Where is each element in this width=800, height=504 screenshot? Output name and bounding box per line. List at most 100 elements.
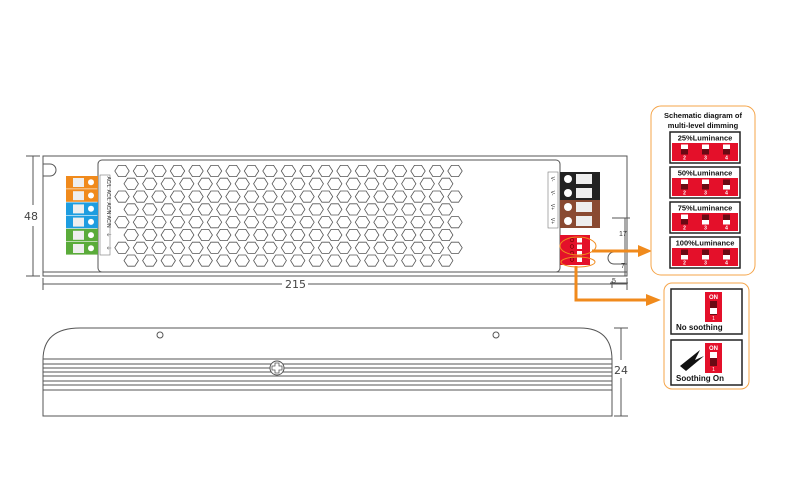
vent-hole [373,164,389,178]
vent-hole [160,228,176,242]
vent-hole [169,164,186,178]
vent-hole [382,228,398,242]
vent-hole [428,216,445,229]
vent-hole [188,241,204,254]
vent-hole [262,216,278,229]
input-terminal[interactable] [66,242,98,255]
vent-hole [132,190,149,203]
vent-hole [114,190,130,203]
vent-hole [188,190,204,203]
vent-hole [206,164,223,178]
input-terminal[interactable] [66,215,98,229]
vent-hole [364,177,380,190]
vent-hole [206,216,223,229]
level-label: 50%Luminance [678,169,733,178]
output-terminal[interactable] [560,214,600,228]
vent-hole [132,164,149,178]
dip-toggle: 2 [681,144,688,162]
vent-hole [271,177,287,190]
vent-hole [169,241,186,254]
vent-hole [401,254,417,267]
input-terminal[interactable] [66,228,98,242]
vent-hole [243,190,260,203]
vent-hole [151,190,167,203]
vent-hole [142,203,158,216]
panel-title: multi-level dimming [668,121,739,130]
output-terminal[interactable] [560,200,600,214]
vent-hole [299,190,315,203]
dim-label: 24 [614,364,628,377]
vent-hole [179,203,195,216]
vent-hole [197,228,213,242]
vent-hole [428,241,445,254]
dip-toggle: 4 [723,249,730,267]
vent-hole [142,177,158,190]
vent-hole [327,254,343,267]
vent-hole [142,254,158,267]
vent-hole [438,254,454,267]
vent-hole [179,228,195,242]
vent-hole [142,228,158,242]
vent-hole [327,203,343,216]
vent-hole [197,203,213,216]
input-terminal[interactable] [66,189,98,202]
vent-hole [299,241,315,254]
terminal-label: ⏚ [105,245,112,250]
output-terminal[interactable] [560,172,600,186]
switch-number: 1 [712,316,715,322]
vent-hole [197,177,213,190]
vent-hole [280,164,297,178]
vent-hole [216,228,232,242]
vent-hole [345,228,361,242]
vent-hole [262,241,278,254]
level-label: 100%Luminance [676,239,735,248]
terminal-label: V+ [549,204,555,210]
vent-hole [234,203,250,216]
output-terminal-block: V-V-V+V+ [547,171,600,229]
vent-hole [216,203,232,216]
vent-hole [354,164,371,178]
dip-toggle: 3 [702,214,709,232]
vent-hole [308,177,324,190]
input-terminal[interactable] [66,176,98,189]
vent-hole [327,177,343,190]
vent-hole [225,241,241,254]
vent-hole [410,241,426,254]
vent-hole [280,216,297,229]
vent-hole [391,164,408,178]
vent-hole [354,241,371,254]
dim-label: 7 [621,263,625,270]
vent-hole [290,254,306,267]
vent-hole [428,190,445,203]
switch-number: 3 [704,226,707,232]
vent-hole [280,190,297,203]
switch-number: 3 [704,156,707,162]
input-terminal[interactable] [66,202,98,215]
on-label: ON [709,295,718,301]
switch-number: 4 [725,261,728,267]
terminal-label: AC/L [105,176,111,187]
terminal-label: AC/N [105,216,111,228]
dip-switch[interactable] [559,235,597,268]
vent-hole [253,228,269,242]
terminal-label: V+ [549,218,555,224]
vent-hole [253,203,269,216]
vent-hole [364,254,380,267]
dip-toggle: 3 [702,144,709,162]
dimension-small: 17 7 5 [610,217,630,288]
vent-hole [373,241,389,254]
screw-icon [269,360,285,376]
output-terminal[interactable] [560,186,600,200]
vent-hole [151,241,167,254]
switch-number: 4 [725,226,728,232]
vent-hole [317,241,334,254]
vent-hole [382,254,398,267]
switch-number: 2 [683,156,686,162]
vent-hole [160,177,176,190]
vent-hole [438,228,454,242]
vent-hole [401,177,417,190]
ventilation-honeycomb [114,164,463,267]
terminal-label: AC/N [105,202,111,214]
